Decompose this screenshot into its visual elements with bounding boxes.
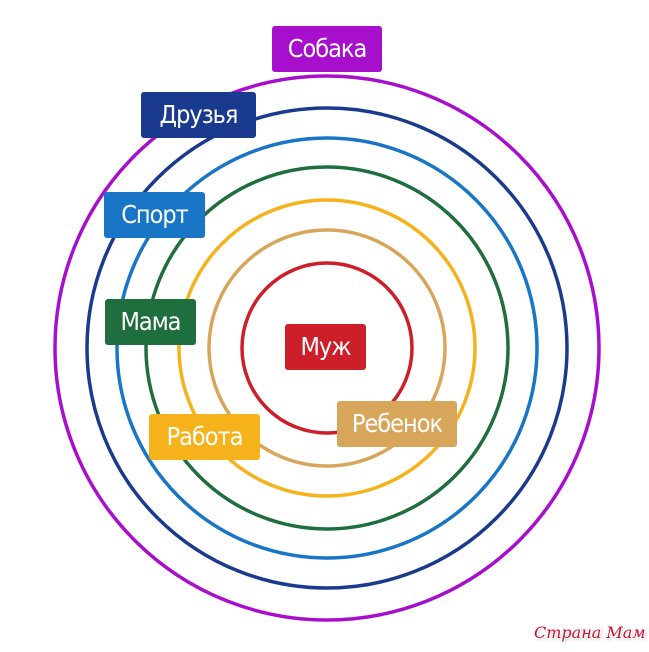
label-druzya: Друзья: [141, 92, 256, 138]
ring-rabota: [177, 198, 477, 498]
ring-mama: [144, 165, 510, 531]
label-sport: Спорт: [104, 192, 205, 238]
ring-sobaka: [53, 74, 601, 622]
ring-rebenok: [207, 228, 447, 468]
label-rebenok: Ребенок: [337, 401, 457, 447]
label-mama: Мама: [105, 299, 196, 345]
label-muzh: Муж: [285, 324, 366, 370]
ring-muzh: [240, 261, 414, 435]
label-sobaka: Собака: [272, 26, 382, 72]
watermark-logo: Страна Мам: [534, 623, 646, 642]
ring-sport: [115, 136, 539, 560]
label-rabota: Работа: [149, 414, 260, 460]
ring-druzya: [85, 106, 569, 590]
